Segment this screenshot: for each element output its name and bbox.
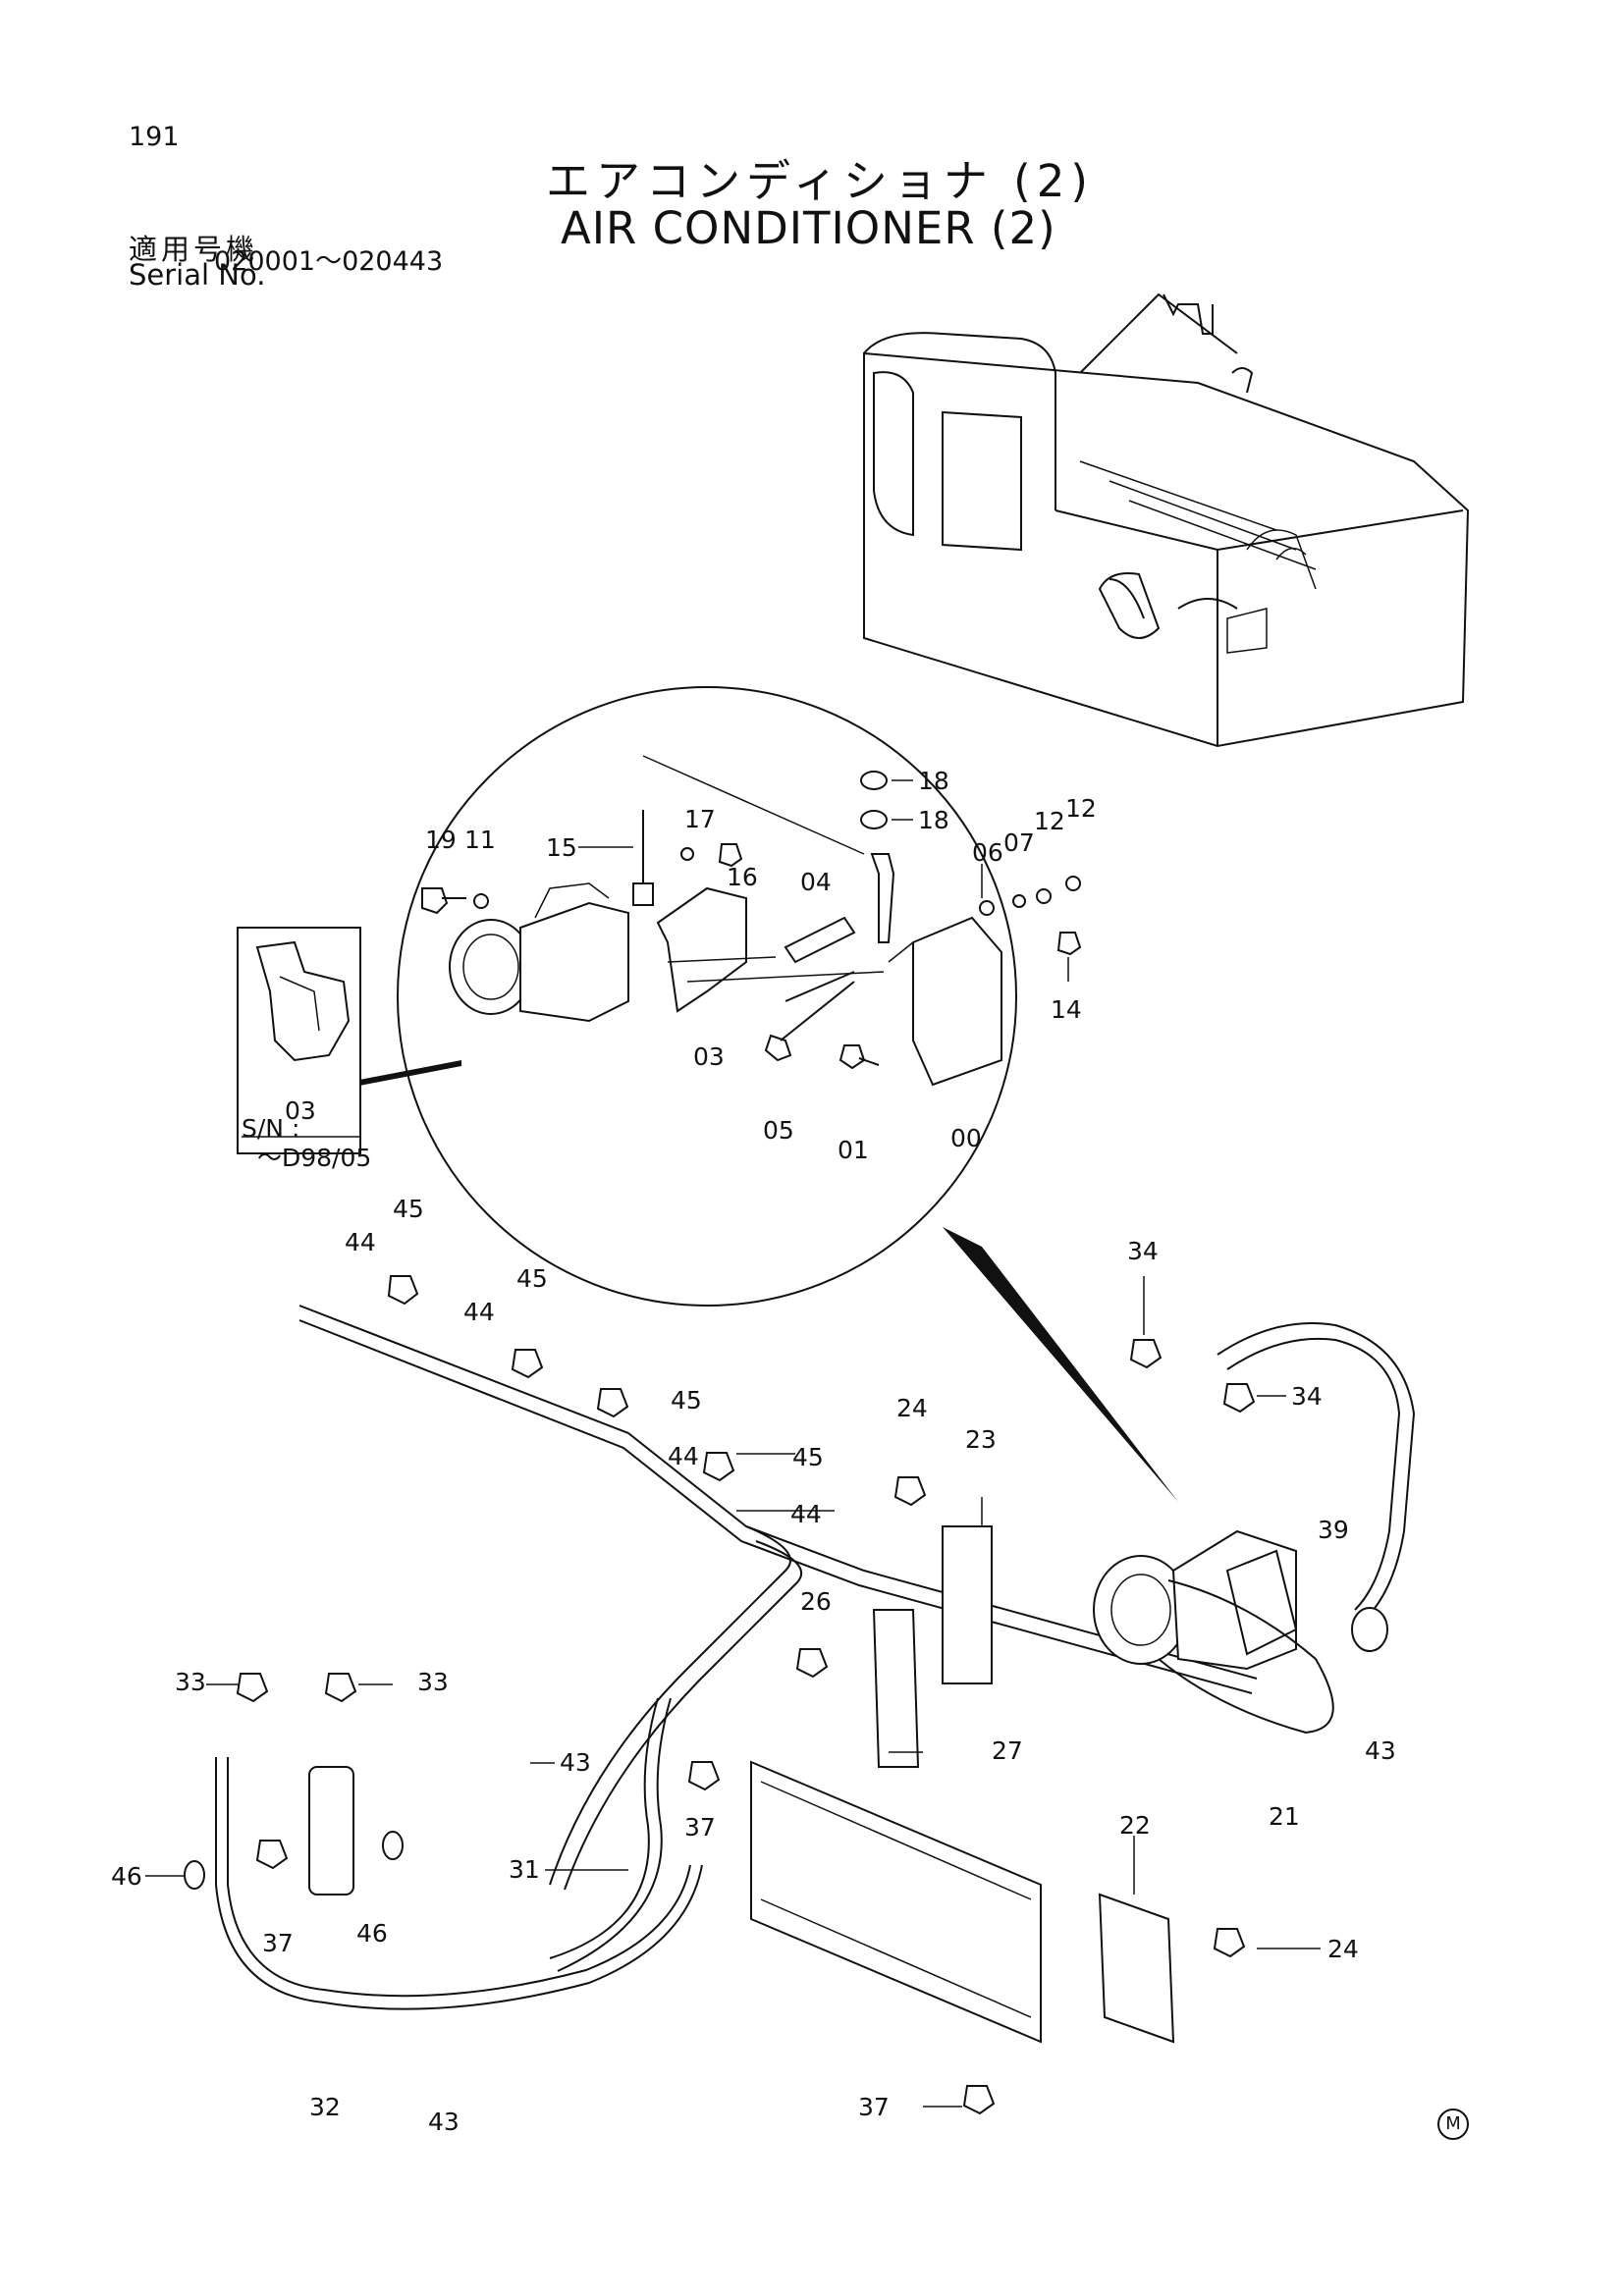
callout-44: 44 xyxy=(790,1500,822,1528)
excavator-overview-illustration xyxy=(863,293,1470,748)
callout-31: 31 xyxy=(509,1855,540,1884)
callout-43: 43 xyxy=(428,2108,460,2136)
callout-12: 12 xyxy=(1034,807,1065,835)
callout-labels: 18 18 17 16 19 11 15 04 06 07 12 12 14 0… xyxy=(111,767,1396,2136)
page-number: 191 xyxy=(129,122,180,152)
callout-06: 06 xyxy=(972,838,1003,867)
callout-44: 44 xyxy=(668,1442,699,1470)
callout-00: 00 xyxy=(950,1124,982,1152)
detail-magnifier xyxy=(397,686,1178,1502)
callout-34: 34 xyxy=(1127,1237,1159,1265)
callout-33: 33 xyxy=(417,1668,449,1696)
callout-03: 03 xyxy=(693,1042,725,1071)
callout-19: 19 xyxy=(425,826,457,854)
callout-43: 43 xyxy=(1365,1736,1396,1765)
callout-46: 46 xyxy=(356,1919,388,1948)
callout-12: 12 xyxy=(1065,794,1097,823)
callout-01: 01 xyxy=(838,1136,869,1164)
callout-14: 14 xyxy=(1051,995,1082,1024)
callout-07: 07 xyxy=(1003,828,1035,857)
serial-range: 020001～020443 xyxy=(214,246,444,277)
callout-44: 44 xyxy=(345,1228,376,1256)
compressor-bracket-illustration xyxy=(421,755,1082,1087)
callout-44: 44 xyxy=(463,1298,495,1326)
callout-32: 32 xyxy=(309,2093,341,2121)
callout-17: 17 xyxy=(684,805,716,833)
inset-box xyxy=(237,927,461,1154)
callout-24: 24 xyxy=(1327,1935,1359,1963)
callout-45: 45 xyxy=(516,1264,548,1293)
callout-33: 33 xyxy=(175,1668,206,1696)
callout-26: 26 xyxy=(800,1587,832,1616)
callout-39: 39 xyxy=(1318,1516,1349,1544)
callout-04: 04 xyxy=(800,868,832,896)
inset-sn-label: S/N : xyxy=(242,1114,299,1143)
callout-24: 24 xyxy=(896,1394,928,1422)
callout-11: 11 xyxy=(464,826,496,854)
callout-43: 43 xyxy=(560,1748,591,1777)
callout-37: 37 xyxy=(262,1929,294,1957)
callout-23: 23 xyxy=(965,1425,997,1454)
callout-05: 05 xyxy=(763,1116,794,1145)
callout-45: 45 xyxy=(792,1443,824,1471)
callout-27: 27 xyxy=(992,1736,1023,1765)
callout-22: 22 xyxy=(1119,1811,1151,1840)
page-title-japanese: エアコンディショナ (2) xyxy=(546,155,1094,207)
footer-mark: M xyxy=(1437,2109,1469,2140)
inset-part-label: 03 xyxy=(285,1096,316,1125)
leader-lines xyxy=(145,779,1321,2108)
page-title-english: AIR CONDITIONER (2) xyxy=(561,202,1056,254)
callout-34: 34 xyxy=(1291,1382,1323,1411)
serial-label-japanese: 適用号機 xyxy=(129,233,259,266)
callout-37: 37 xyxy=(684,1813,716,1842)
piping-assembly-illustration xyxy=(184,1275,1416,2115)
callout-18: 18 xyxy=(918,806,949,834)
callout-37: 37 xyxy=(858,2093,890,2121)
inset-sn-value: ～D98/05 xyxy=(257,1144,371,1172)
callout-16: 16 xyxy=(727,863,758,891)
serial-label-english: Serial No. xyxy=(129,258,266,292)
callout-18: 18 xyxy=(918,767,949,795)
callout-21: 21 xyxy=(1269,1802,1300,1831)
callout-45: 45 xyxy=(671,1386,702,1415)
callout-15: 15 xyxy=(546,833,577,862)
callout-46: 46 xyxy=(111,1862,142,1891)
callout-45: 45 xyxy=(393,1195,424,1223)
